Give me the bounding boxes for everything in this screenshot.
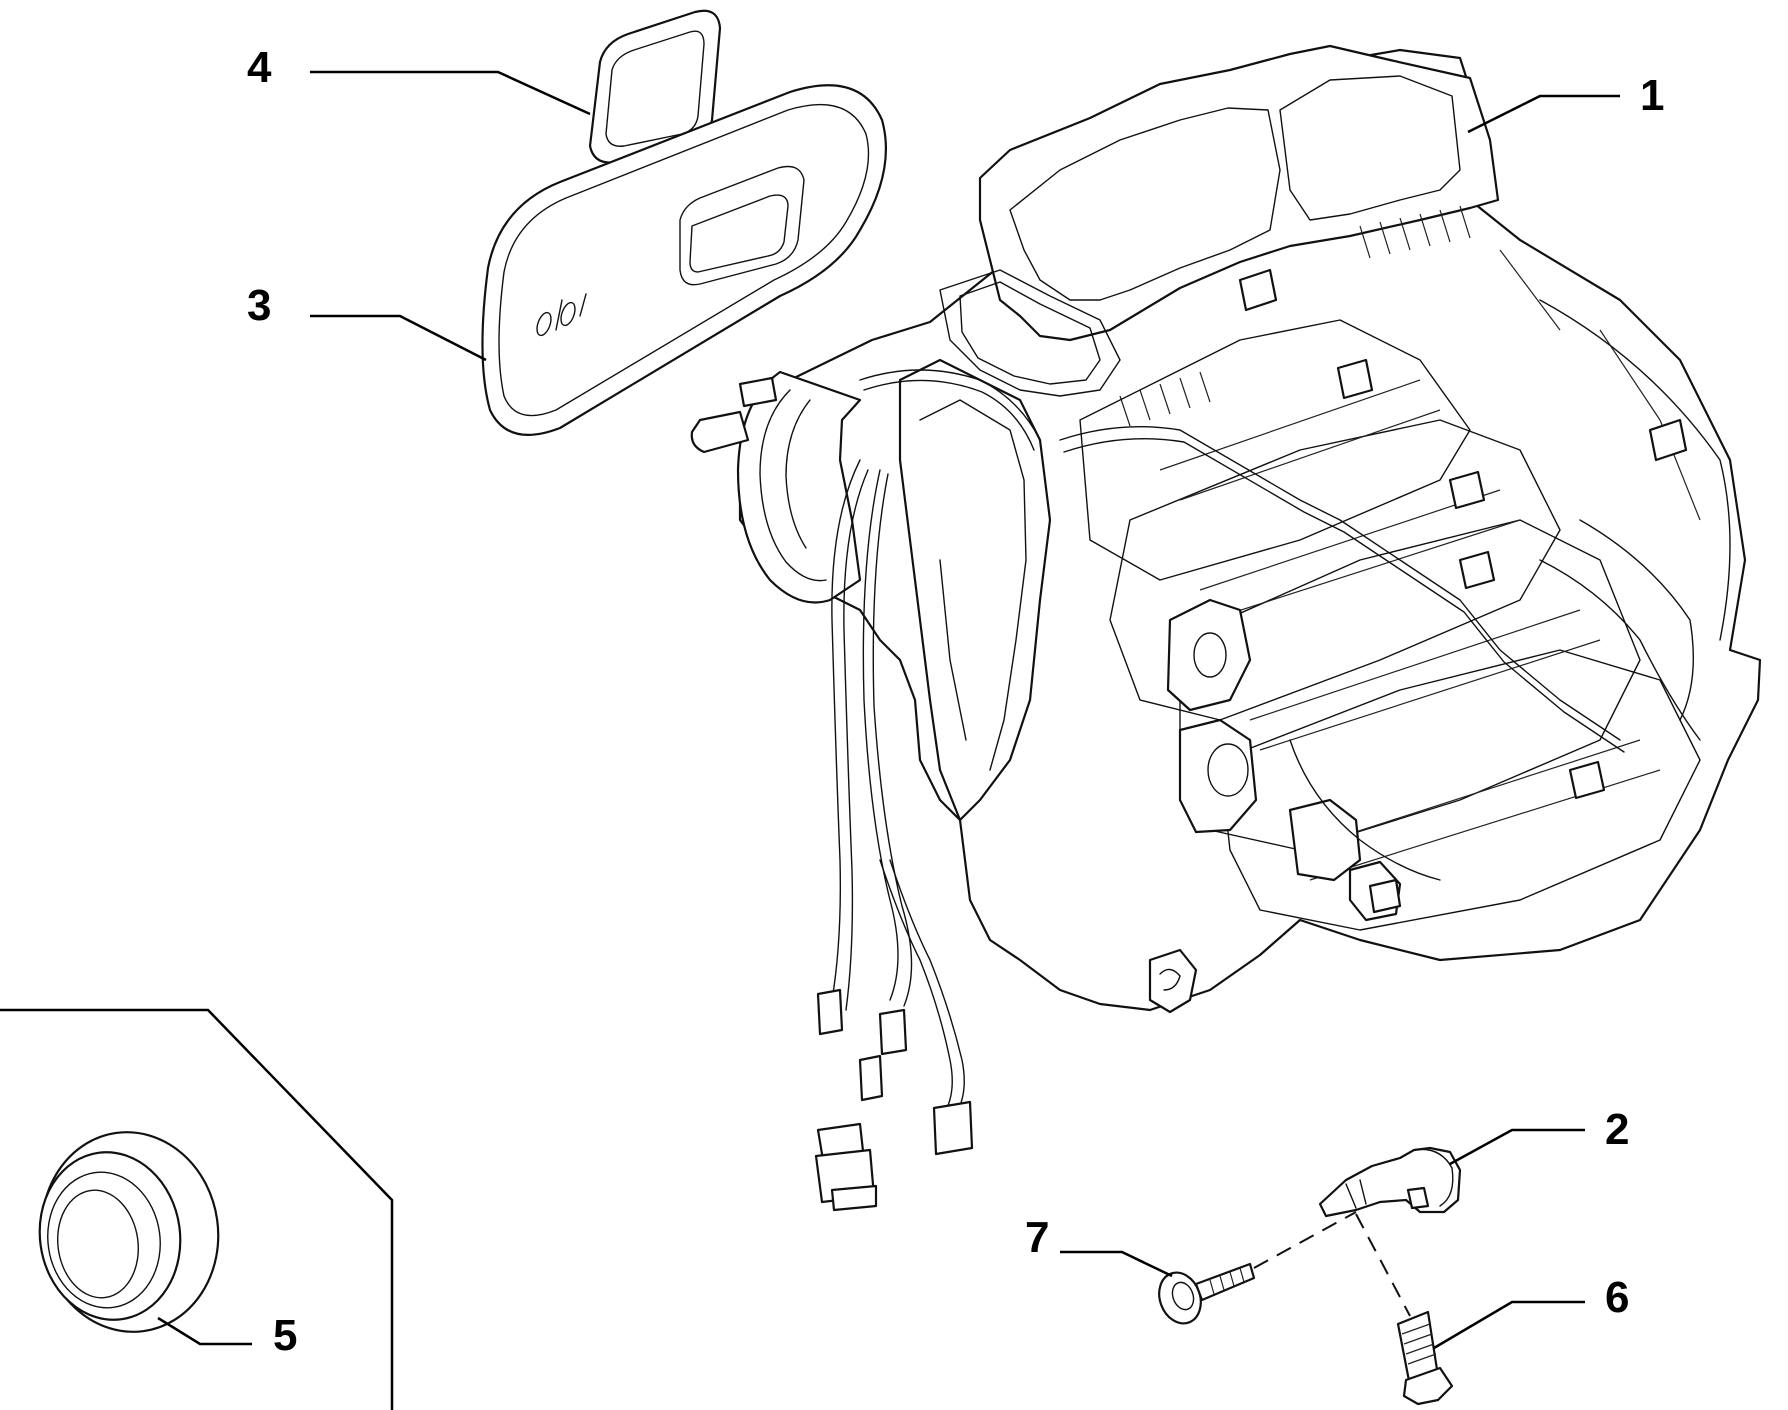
callout-labels: 1 2 3 4 5 6 7 (247, 43, 1664, 1360)
part-7-screw-washer (1158, 1262, 1256, 1325)
part-4-gasket (588, 9, 722, 164)
callout-5: 5 (273, 1311, 297, 1360)
leader-lines (157, 70, 1620, 1350)
assembly-line-6 (1355, 1213, 1411, 1317)
part-2-sensor (1318, 1146, 1462, 1218)
callout-4: 4 (247, 43, 272, 92)
assembly-line-7 (1253, 1211, 1357, 1269)
leader-5 (157, 1316, 252, 1346)
callout-3: 3 (247, 281, 271, 330)
callout-1: 1 (1640, 71, 1664, 120)
leader-6 (1433, 1300, 1585, 1350)
part-3-cover-plate (481, 84, 888, 436)
leader-1 (1467, 94, 1620, 134)
part-6-bolt (1396, 1310, 1454, 1406)
part-5-grommet (38, 1131, 220, 1333)
inset-frame (0, 1008, 394, 1410)
leader-2 (1449, 1128, 1585, 1166)
part-1-hvac-unit (690, 44, 1762, 1014)
callout-7: 7 (1025, 1213, 1049, 1262)
leader-4 (310, 70, 591, 116)
callout-2: 2 (1605, 1105, 1629, 1154)
leader-7 (1060, 1250, 1173, 1278)
callout-6: 6 (1605, 1273, 1629, 1322)
wiring-harness (814, 369, 1041, 1212)
leader-3 (310, 314, 487, 362)
